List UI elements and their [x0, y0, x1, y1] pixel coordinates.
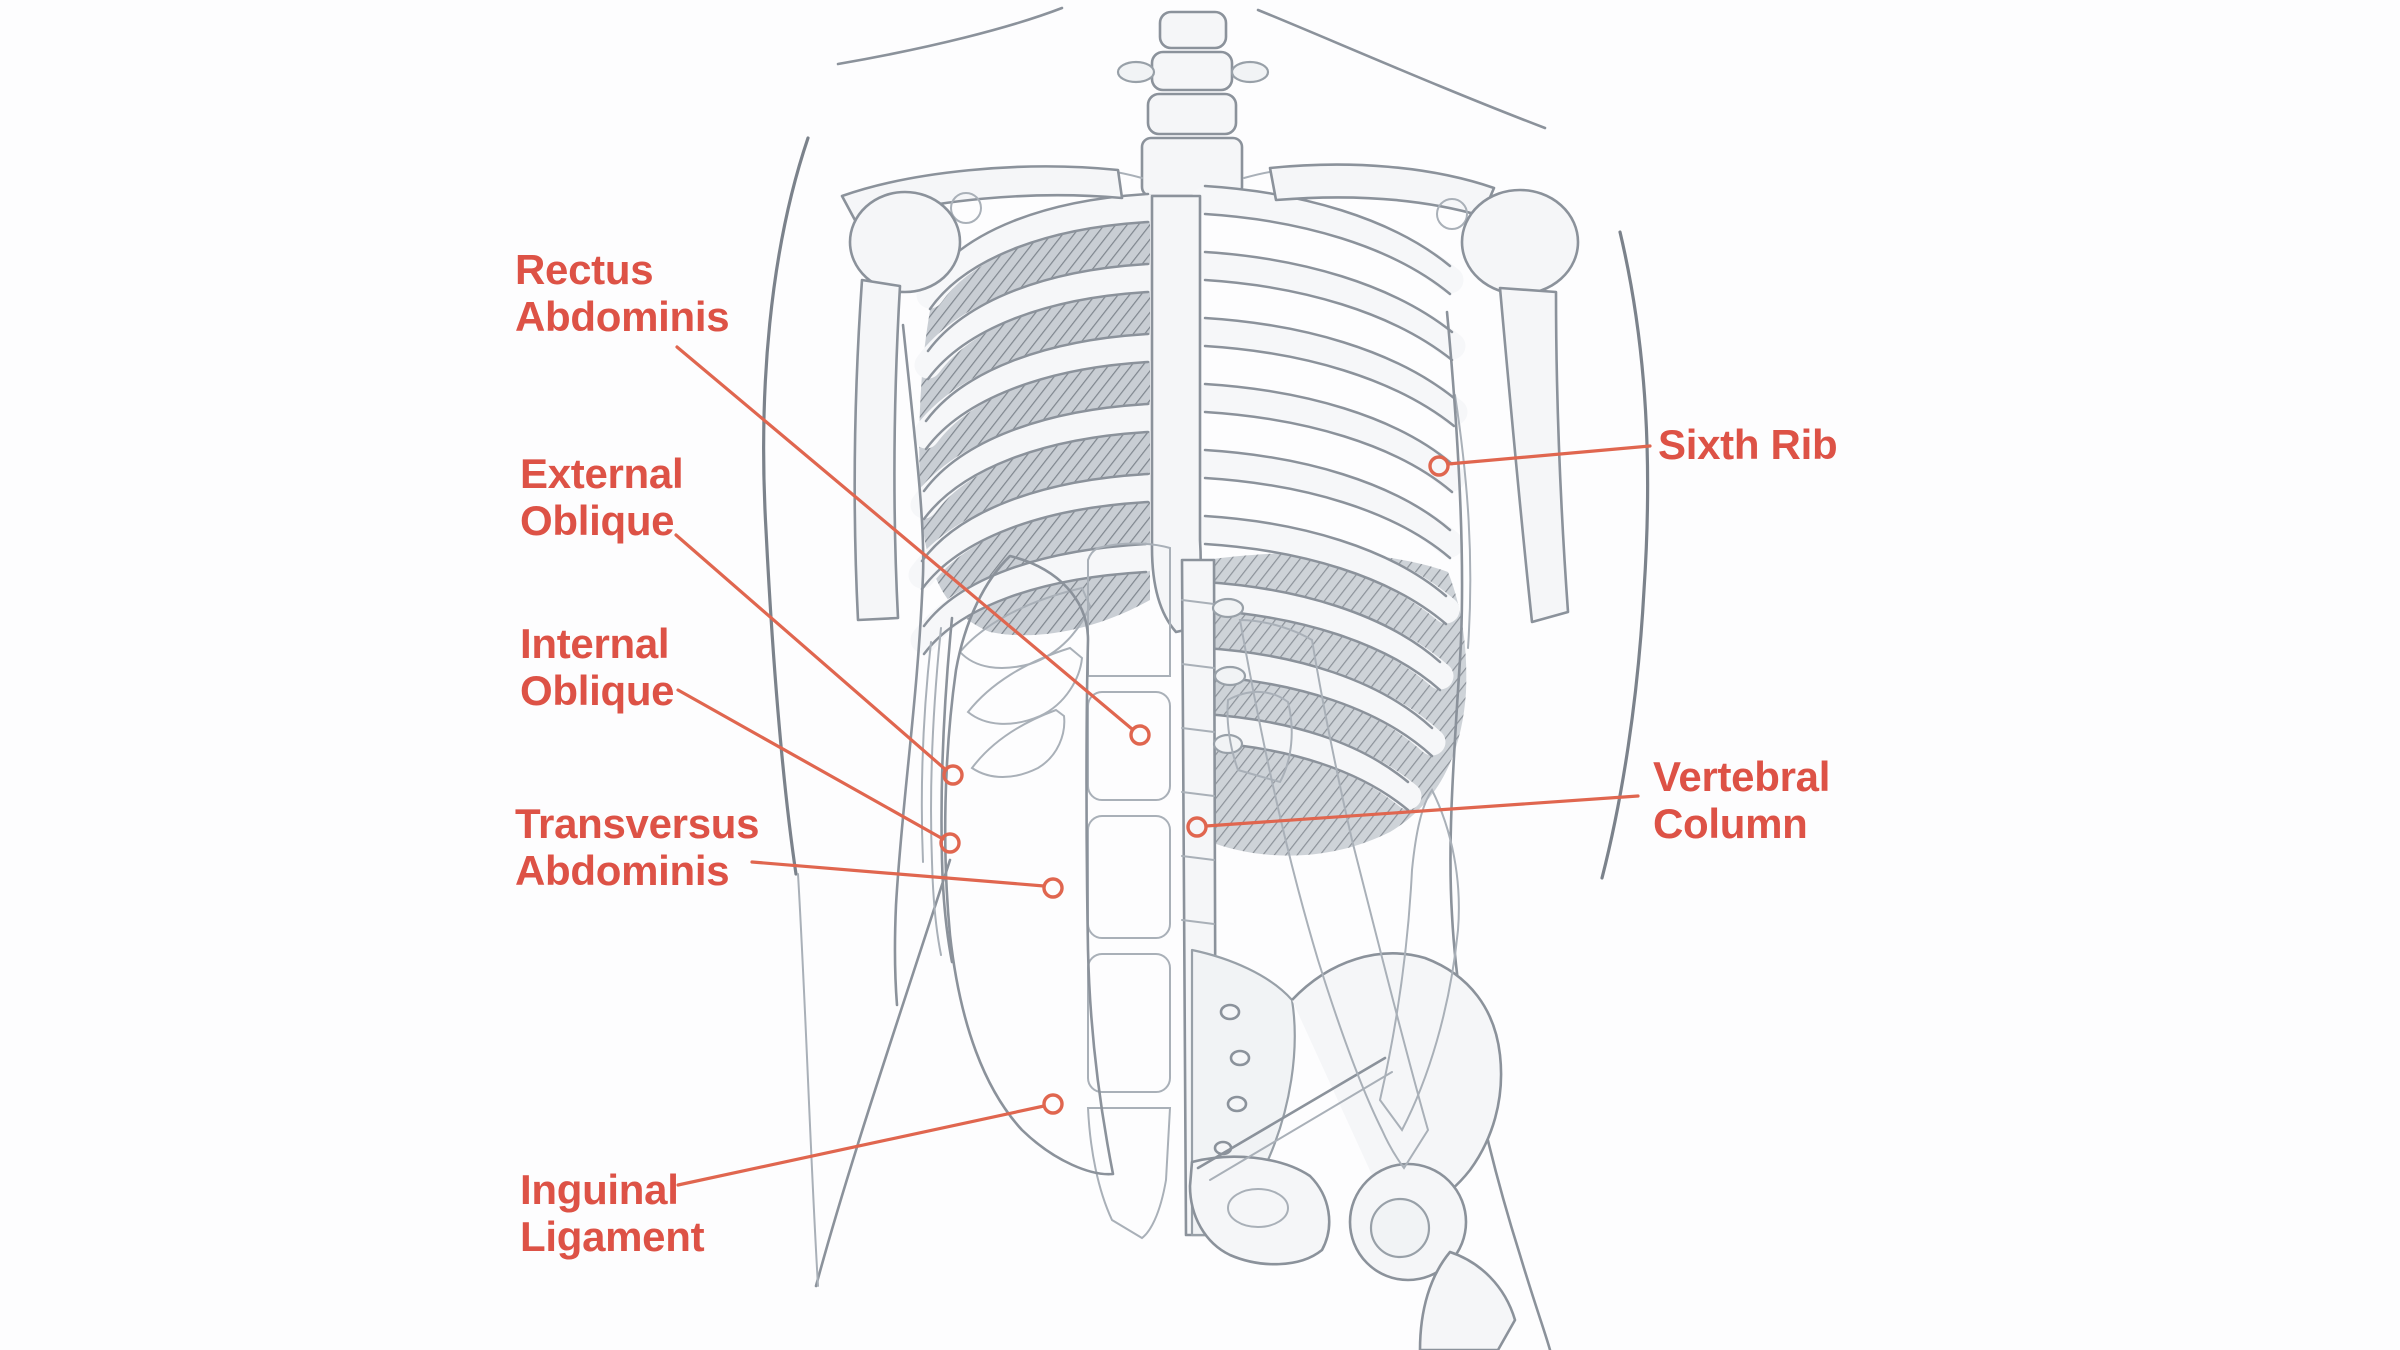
marker-sixth-rib: [1428, 455, 1450, 477]
rectus-abdominis-muscle: [1086, 542, 1172, 1240]
marker-external-oblique: [942, 764, 964, 786]
rib-cage-left: [919, 192, 1150, 778]
label-internal-oblique: Internal Oblique: [520, 620, 675, 714]
shoulders-and-arms: [762, 136, 1650, 1350]
label-line: Oblique: [520, 667, 675, 714]
label-line: Transversus: [515, 800, 760, 847]
marker-rectus-abdominis: [1129, 724, 1151, 746]
label-rectus-abdominis: Rectus Abdominis: [515, 246, 730, 340]
marker-inguinal-ligament: [1042, 1093, 1064, 1115]
label-line: Column: [1653, 800, 1808, 847]
label-transversus-abdominis: Transversus Abdominis: [515, 800, 760, 894]
label-inguinal-ligament: Inguinal Ligament: [520, 1166, 705, 1260]
label-line: Rectus: [515, 246, 654, 293]
label-line: Inguinal: [520, 1166, 679, 1213]
label-line: Oblique: [520, 497, 675, 544]
neck-and-cervical-spine: [836, 6, 1547, 198]
psoas-muscles: [1226, 618, 1460, 1170]
label-line: Abdominis: [515, 293, 730, 340]
label-vertebral-column: Vertebral Column: [1653, 753, 1830, 847]
label-external-oblique: External Oblique: [520, 450, 684, 544]
marker-internal-oblique: [939, 832, 961, 854]
target-markers: [939, 455, 1450, 1115]
pelvis: [1188, 948, 1517, 1350]
label-sixth-rib: Sixth Rib: [1658, 421, 1838, 468]
label-line: Internal: [520, 620, 670, 667]
label-line: Sixth Rib: [1658, 421, 1838, 468]
label-line: External: [520, 450, 684, 497]
label-line: Ligament: [520, 1213, 705, 1260]
marker-transversus-abdominis: [1042, 877, 1064, 899]
label-line: Abdominis: [515, 847, 730, 894]
leader-lines: [674, 345, 1652, 1187]
label-line: Vertebral: [1653, 753, 1831, 800]
marker-vertebral-column: [1186, 816, 1208, 838]
